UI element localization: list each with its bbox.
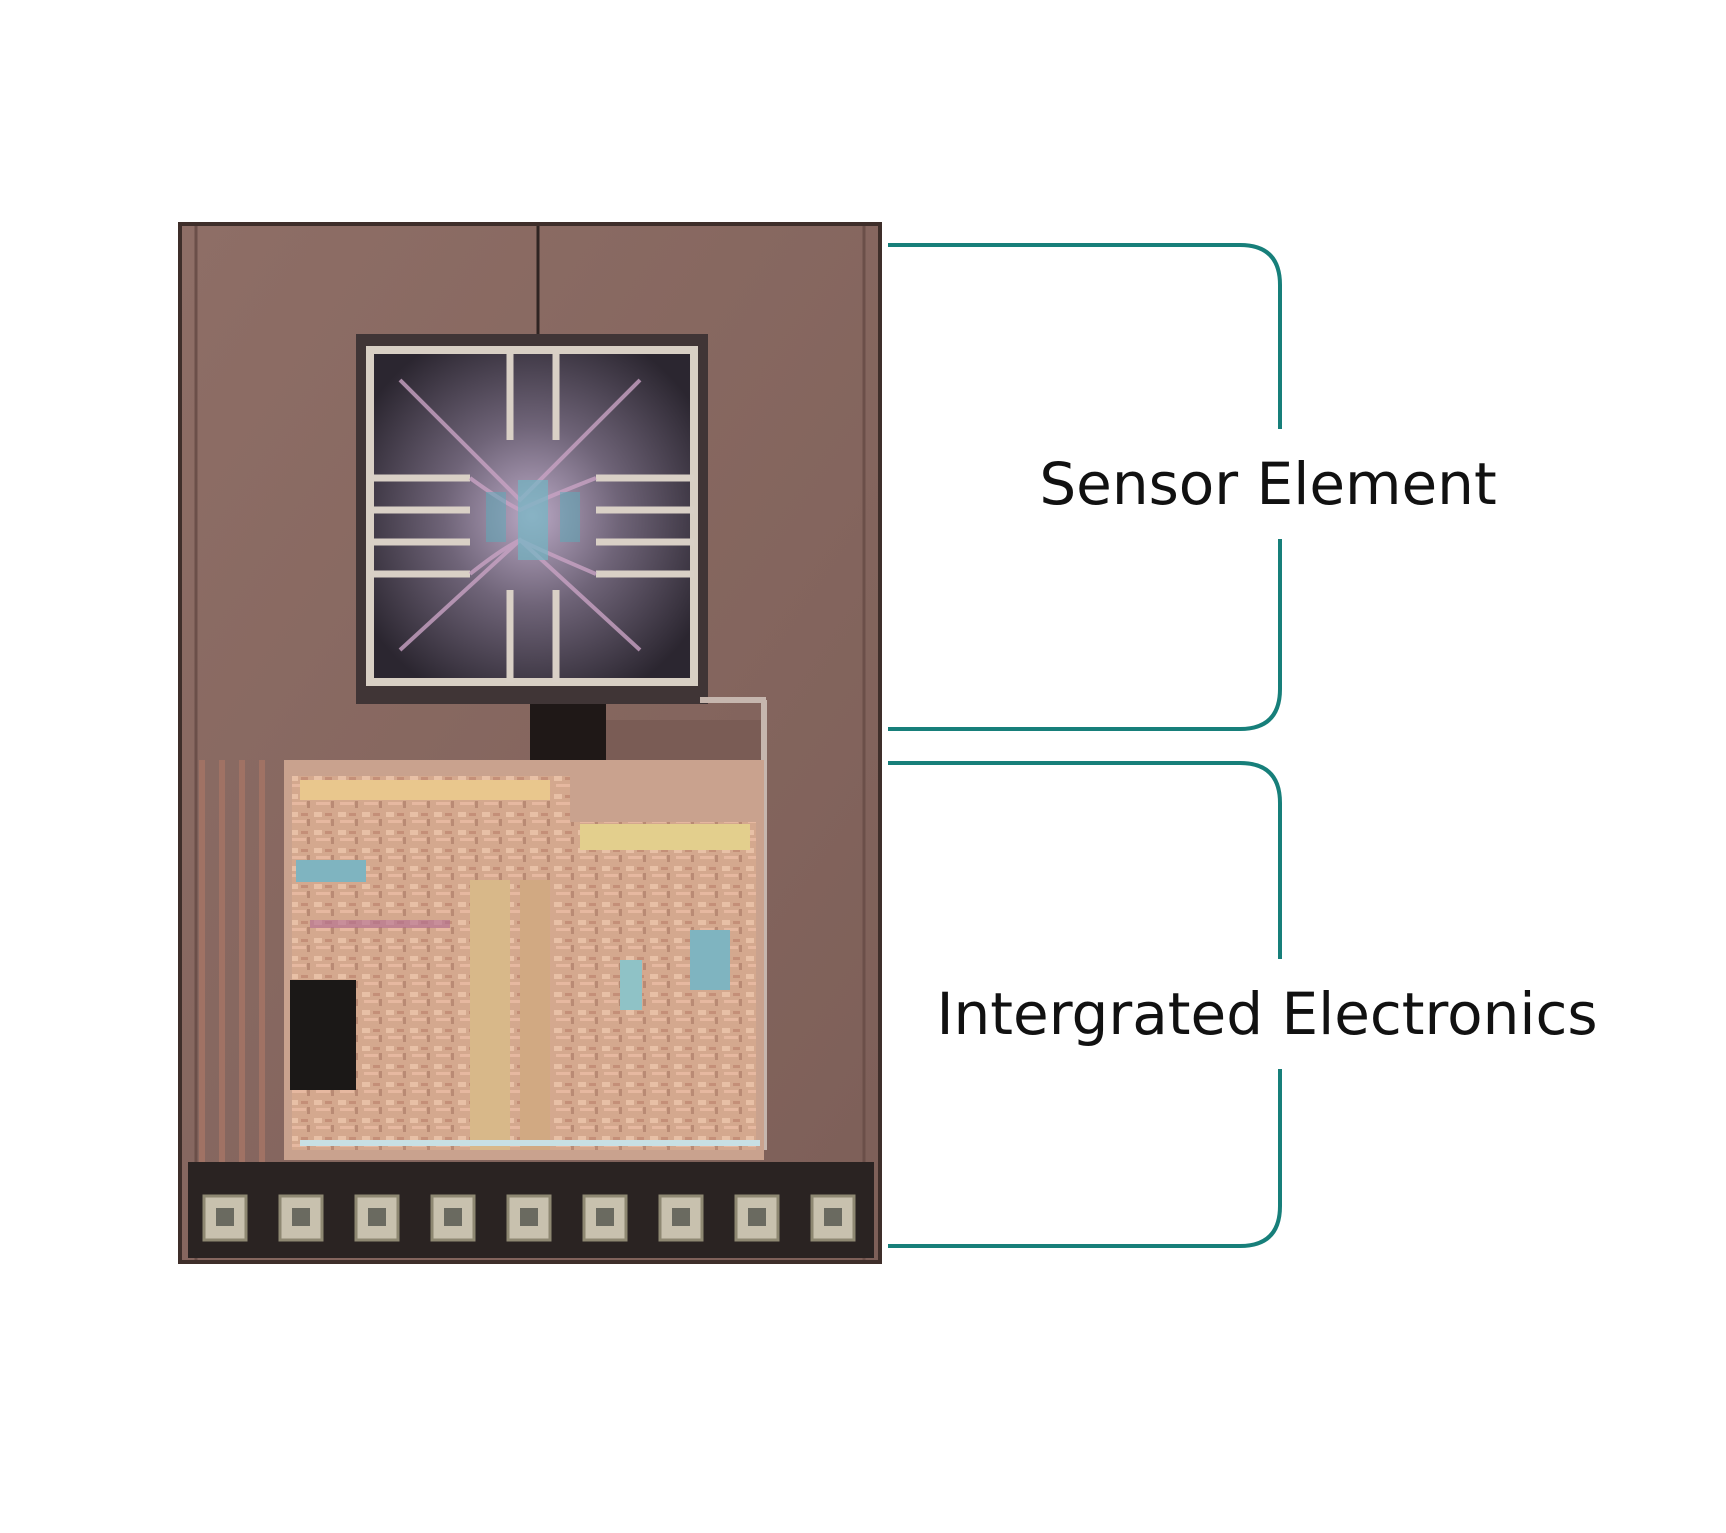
sensor-element <box>356 334 708 704</box>
integrated-electronics <box>284 760 764 1160</box>
integrated-electronics-label: Intergrated Electronics <box>926 959 1608 1069</box>
die-border <box>178 222 882 1264</box>
bond-pads <box>188 1162 874 1258</box>
sensor-element-label: Sensor Element <box>1029 429 1507 539</box>
